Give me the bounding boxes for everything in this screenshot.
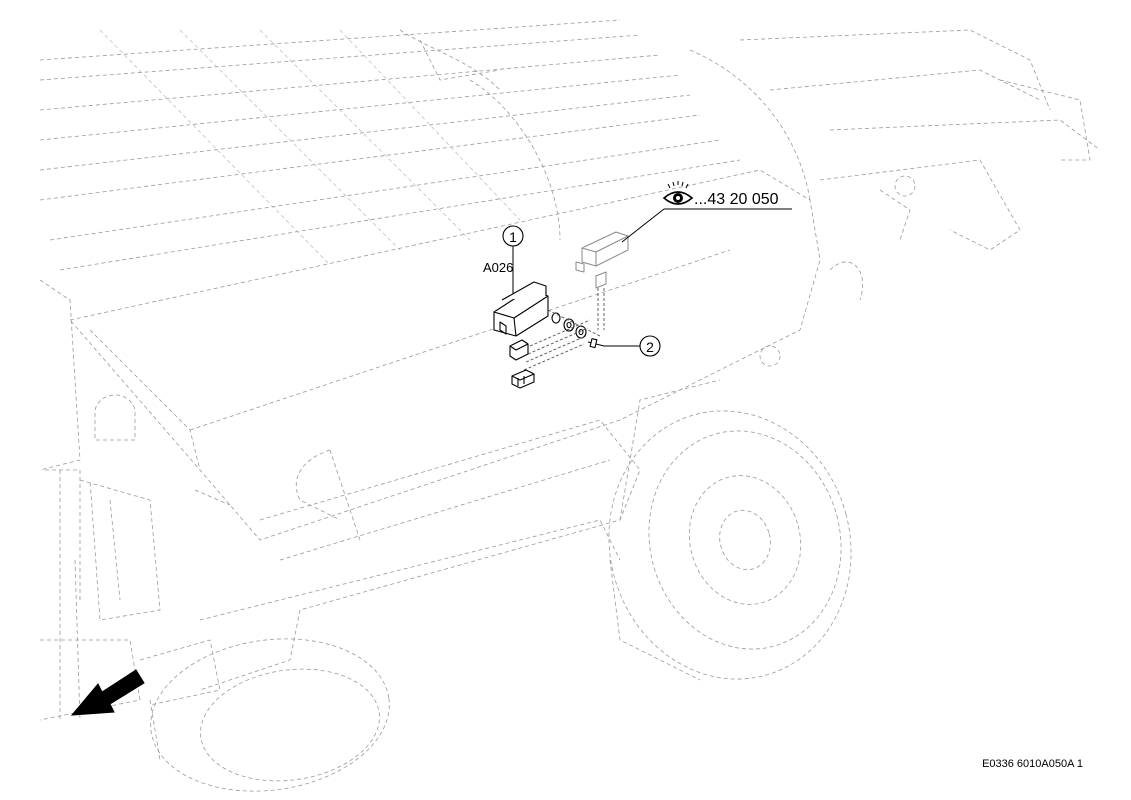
callout-1: 1 (502, 225, 524, 247)
washer-nut-1 (551, 312, 561, 324)
figure-id: E0336 6010A050A 1 (982, 758, 1083, 770)
connector-plug-a (509, 339, 529, 361)
direction-arrow-icon (70, 669, 145, 716)
front-wheel (149, 638, 390, 792)
connector-plug-b (511, 369, 535, 389)
right-wheel (608, 379, 852, 681)
machine-outline (39, 19, 1101, 792)
reference-note: ...43 20 050 (621, 181, 792, 243)
svg-text:1: 1 (509, 229, 517, 245)
callout-2: 2 (639, 335, 661, 357)
eye-icon (662, 181, 694, 205)
part-code-label: A026 (483, 260, 513, 275)
bolt (587, 338, 605, 349)
reference-text: ...43 20 050 (694, 191, 779, 208)
ghost-connector-upper (575, 231, 629, 289)
svg-text:2: 2 (646, 339, 654, 355)
control-module-a026 (493, 281, 549, 337)
